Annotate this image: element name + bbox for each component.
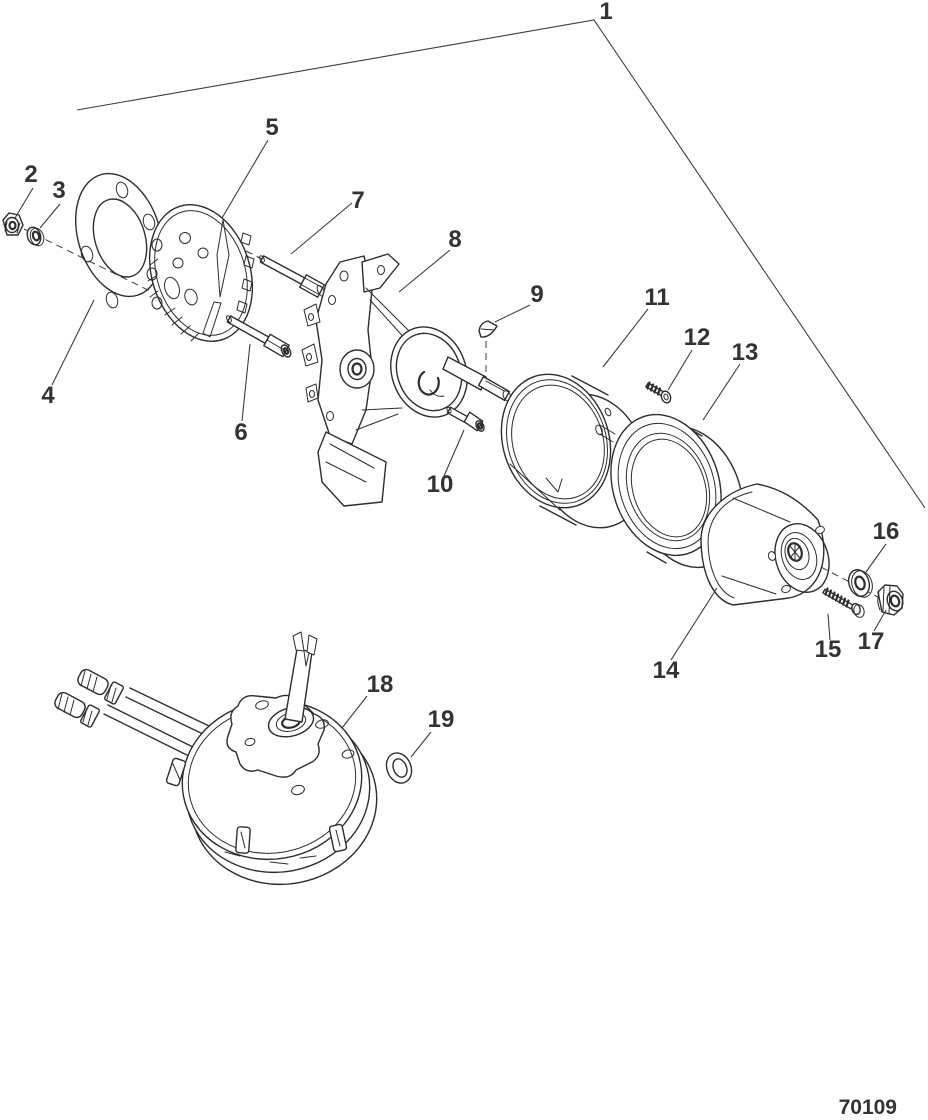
callout-3: 3 bbox=[52, 177, 65, 204]
axis-left-stack bbox=[23, 228, 151, 292]
callout-leaders bbox=[14, 139, 887, 758]
drawing-number: 70109 bbox=[839, 1096, 897, 1119]
clamp-tabs bbox=[165, 757, 348, 854]
part-10-socket-bolt bbox=[446, 406, 485, 432]
hose-fitting-upper bbox=[77, 668, 124, 705]
callout-7: 7 bbox=[351, 187, 364, 214]
part-16-washer bbox=[847, 569, 873, 598]
callout-15: 15 bbox=[815, 636, 842, 663]
hose-fitting-lower bbox=[54, 691, 100, 728]
leader-line-4 bbox=[51, 299, 95, 386]
leader-line-16 bbox=[865, 543, 887, 573]
leader-line-10 bbox=[443, 429, 465, 477]
leader-line-14 bbox=[670, 587, 718, 661]
callout-10: 10 bbox=[427, 471, 454, 498]
callout-labels: 1 2 3 4 5 6 7 8 9 10 11 12 13 14 15 16 1… bbox=[24, 0, 899, 733]
leader-line-11 bbox=[602, 308, 649, 368]
callout-11: 11 bbox=[644, 284, 669, 311]
part-12-screw bbox=[645, 381, 672, 404]
callout-5: 5 bbox=[265, 114, 278, 141]
part-2-locknut bbox=[2, 212, 24, 236]
callout-18: 18 bbox=[367, 671, 394, 698]
callout-17: 17 bbox=[858, 628, 885, 655]
part-5-mounting-plate bbox=[146, 204, 255, 342]
part-9-key bbox=[478, 320, 498, 338]
part-17-locknut bbox=[877, 584, 904, 616]
leader-line-3 bbox=[39, 203, 61, 229]
callout-19: 19 bbox=[428, 706, 455, 733]
callout-16: 16 bbox=[873, 518, 900, 545]
part-18-helm-assembly bbox=[54, 631, 378, 886]
leader-line-7 bbox=[290, 202, 353, 255]
callout-13: 13 bbox=[732, 339, 759, 366]
leader-line-2 bbox=[14, 187, 34, 219]
leader-line-15 bbox=[827, 613, 831, 641]
part-8-housing bbox=[301, 253, 512, 507]
leader-line-9 bbox=[494, 304, 531, 323]
leader-line-12 bbox=[667, 349, 693, 391]
callout-2: 2 bbox=[24, 161, 37, 188]
part-4-gasket bbox=[74, 172, 164, 309]
callout-12: 12 bbox=[684, 324, 711, 351]
leader-line-17 bbox=[873, 609, 887, 632]
callout-4: 4 bbox=[41, 382, 55, 409]
leader-line-8 bbox=[398, 249, 451, 293]
part-14-cone-hub bbox=[700, 483, 830, 606]
leader-line-19 bbox=[410, 731, 432, 758]
part-7-hex-bolt bbox=[259, 255, 326, 298]
leader-line-6 bbox=[241, 343, 251, 422]
part-15-screw bbox=[822, 587, 865, 618]
callout-8: 8 bbox=[448, 226, 461, 253]
part-3-washer bbox=[26, 226, 45, 247]
leader-line-13 bbox=[702, 363, 741, 421]
callout-1: 1 bbox=[599, 0, 612, 25]
leader-line-5 bbox=[221, 139, 269, 219]
callout-6: 6 bbox=[234, 419, 247, 446]
callout-9: 9 bbox=[530, 281, 543, 308]
callout-14: 14 bbox=[653, 657, 680, 684]
part-19-oring bbox=[385, 752, 413, 784]
part-6-socket-screw bbox=[226, 315, 292, 358]
leader-line-1 bbox=[76, 19, 926, 509]
leader-line-18 bbox=[341, 695, 368, 729]
